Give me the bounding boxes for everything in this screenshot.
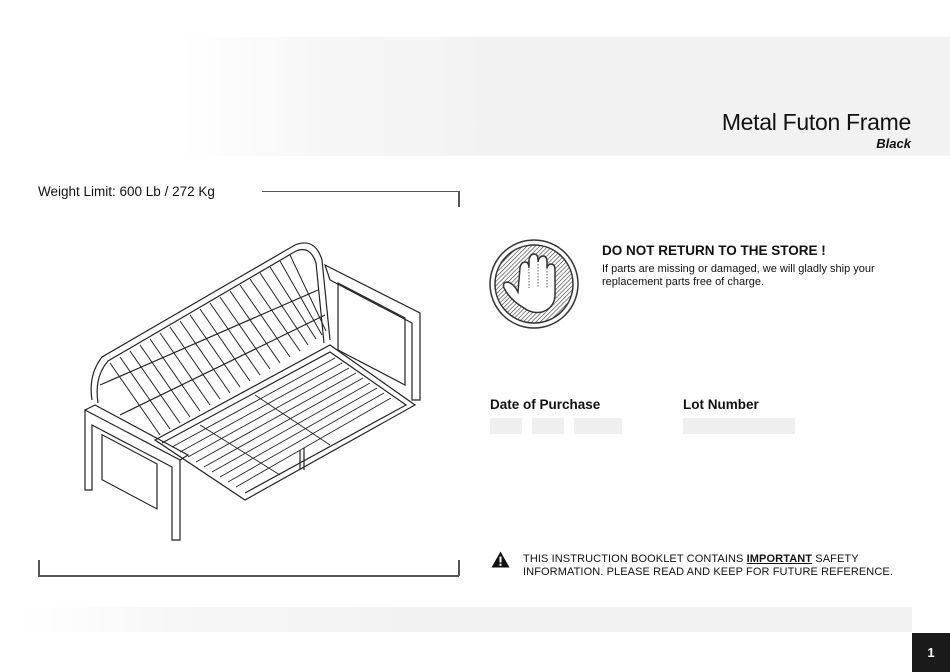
lot-number-field[interactable]	[683, 418, 795, 434]
date-month-field[interactable]	[490, 418, 522, 434]
date-of-purchase-label: Date of Purchase	[490, 397, 601, 412]
header-band	[0, 37, 950, 156]
frame-bracket-bottom-right-tick	[458, 560, 460, 576]
notice-body: If parts are missing or damaged, we will…	[602, 263, 875, 288]
lot-number-label: Lot Number	[683, 397, 759, 412]
date-day-field[interactable]	[532, 418, 564, 434]
notice-title: DO NOT RETURN TO THE STORE !	[602, 243, 826, 258]
futon-frame-illustration	[84, 242, 421, 541]
date-year-field[interactable]	[574, 418, 622, 434]
frame-bracket-top	[262, 191, 459, 192]
frame-bracket-bottom	[38, 575, 459, 577]
frame-bracket-bottom-left-tick	[38, 560, 40, 576]
safety-notice: THIS INSTRUCTION BOOKLET CONTAINS IMPORT…	[523, 553, 913, 579]
safety-text-after: SAFETY INFORMATION. PLEASE READ AND KEEP…	[523, 553, 893, 578]
safety-emphasis: IMPORTANT	[746, 553, 813, 565]
color-variant: Black	[876, 136, 911, 151]
warning-triangle-icon	[491, 551, 510, 568]
frame-bracket-top-tick	[458, 191, 460, 207]
footer-band	[20, 607, 912, 632]
page-title: Metal Futon Frame	[721, 109, 911, 135]
page-number-badge: 1	[912, 633, 950, 672]
weight-limit: Weight Limit: 600 Lb / 272 Kg	[38, 184, 215, 199]
stop-hand-icon	[489, 239, 579, 329]
safety-text-before: THIS INSTRUCTION BOOKLET CONTAINS	[523, 553, 747, 565]
